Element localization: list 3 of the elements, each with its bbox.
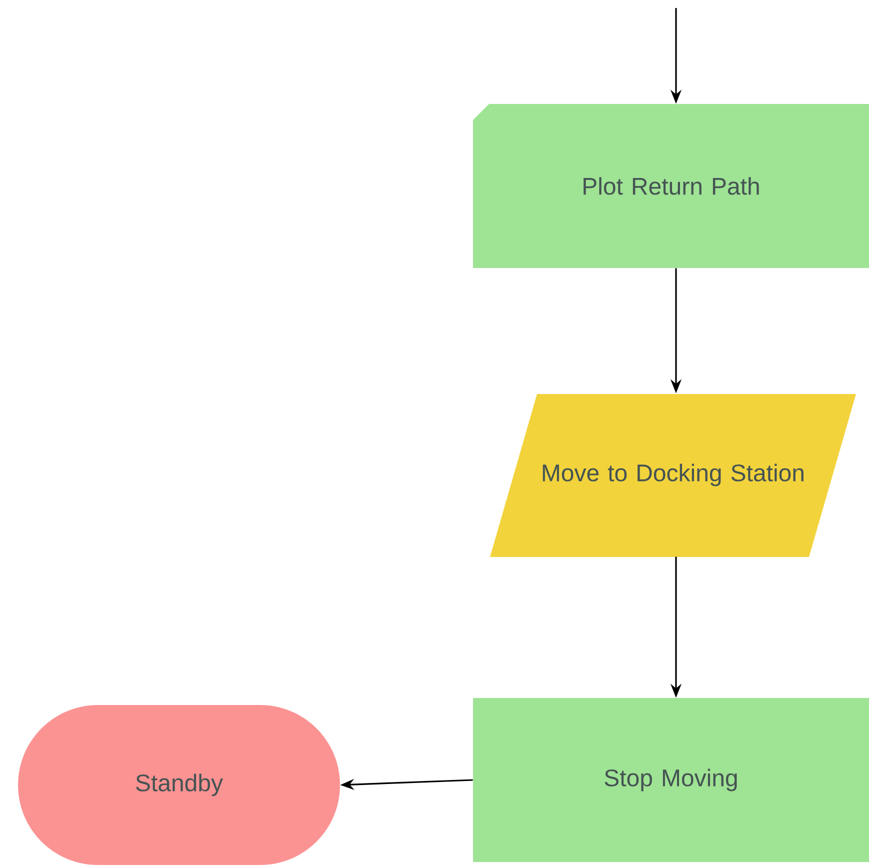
process-box: Stop Moving: [473, 698, 869, 862]
input-output-parallelogram: Move to Docking Station: [490, 394, 856, 557]
process-box: Plot Return Path: [473, 104, 869, 268]
